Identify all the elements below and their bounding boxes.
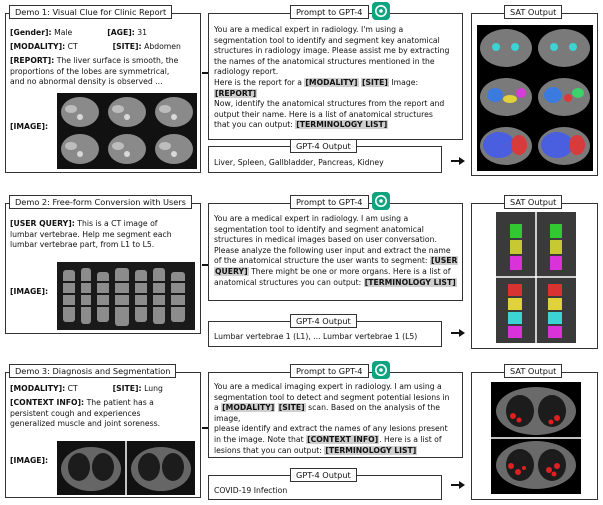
demo2-image-label: [IMAGE]: [10,287,49,296]
demo3-output-title: GPT-4 Output [290,468,357,482]
demo3-title: Demo 3: Diagnosis and Segmentation [9,364,177,378]
demo1-sat-segmentation [477,25,593,171]
demo1-title: Demo 1: Visual Clue for Clinic Report [9,5,173,19]
demo3-sat-title: SAT Output [504,364,563,378]
arrow-right-icon [451,329,465,337]
demo3-output-text: COVID-19 Infection [214,486,288,495]
demo1-report: [REPORT]: The liver surface is smooth, t… [10,56,179,87]
demo2-output-text: Lumbar vertebrae 1 (L1), ... Lumbar vert… [214,332,418,341]
demo3-prompt-text: You are a medical imaging expert in radi… [214,382,450,455]
demo1-modality-site: [MODALITY]: CT [SITE]: Abdomen [10,42,181,51]
demo3-modality-site: [MODALITY]: CT [SITE]: Lung [10,384,163,393]
openai-logo-icon [372,2,390,20]
demo2-output-title: GPT-4 Output [290,314,357,328]
arrow-right-icon [451,157,465,165]
demo3-context-info: [CONTEXT INFO]: The patient has a persis… [10,398,161,429]
demo2-prompt-title: Prompt to GPT-4 [290,195,369,209]
demo1-ct-image-grid [57,93,197,169]
demo2-spine-image [57,262,195,330]
demo1-output-text: Liver, Spleen, Gallbladder, Pancreas, Ki… [214,158,384,167]
demo1-output-title: GPT-4 Output [290,139,357,153]
demo1-sat-title: SAT Output [504,5,563,19]
demo1-demographics: [Gender]: Male [AGE]: 31 [10,28,148,37]
demo1-ct-slices [57,93,197,169]
demo1-image-label: [IMAGE]: [10,122,49,131]
demo2-user-query: [USER QUERY]: This is a CT image of lumb… [10,219,172,250]
demo3-sat-segmentation [491,382,581,494]
demo3-lung-ct-image [57,441,195,495]
demo3-prompt-title: Prompt to GPT-4 [290,364,369,378]
demo2-prompt-text: You are a medical expert in radiology. I… [214,214,459,287]
openai-logo-icon [372,361,390,379]
demo1-prompt-title: Prompt to GPT-4 [290,5,369,19]
openai-logo-icon [372,192,390,210]
demo1-prompt-text: You are a medical expert in radiology. I… [214,25,450,130]
arrow-right-icon [451,481,465,489]
demo3-image-label: [IMAGE]: [10,456,49,465]
demo2-sat-title: SAT Output [504,195,563,209]
demo2-sat-segmentation [496,212,576,343]
demo2-title: Demo 2: Free-form Conversion with Users [9,195,192,209]
